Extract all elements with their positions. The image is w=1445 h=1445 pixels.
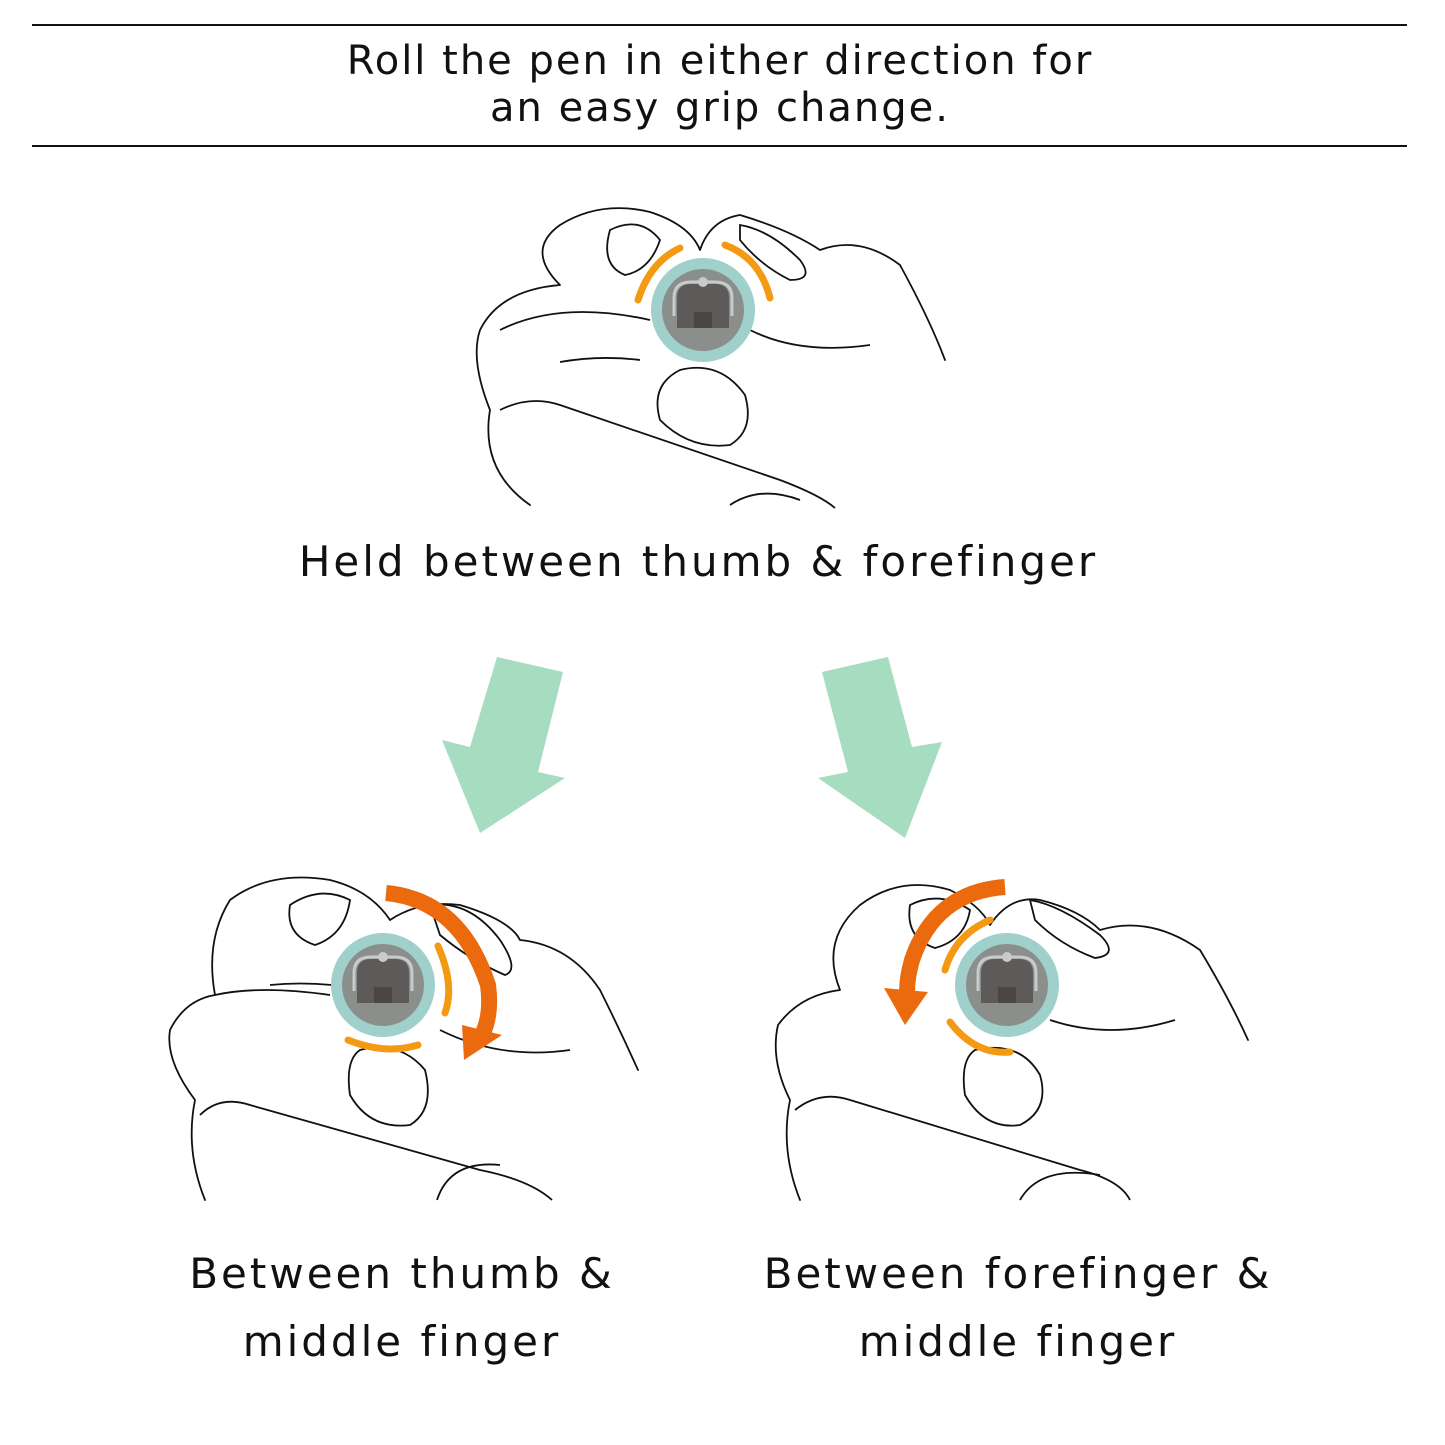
contact-arc-right-left	[941, 916, 994, 974]
title-line-2: an easy grip change.	[490, 85, 950, 131]
title-line-1: Roll the pen in either direction for	[346, 38, 1094, 84]
right-hand-illustration	[774, 884, 1249, 1201]
left-caption-line-2: middle finger	[242, 1317, 562, 1366]
contact-arc-top-right	[721, 241, 774, 302]
right-caption-line-2: middle finger	[858, 1317, 1178, 1366]
top-rule	[32, 24, 1407, 26]
pen-cross-section-top	[649, 256, 757, 364]
contact-arc-left-bottom	[344, 1036, 422, 1053]
left-caption-line-1: Between thumb &	[189, 1249, 615, 1298]
left-hand-illustration	[168, 876, 639, 1201]
rotate-counterclockwise-arrow	[899, 879, 1006, 1002]
contact-arc-top-left	[634, 244, 684, 304]
rotate-clockwise-arrow	[385, 885, 498, 1039]
arrow-down-right-icon	[818, 657, 942, 838]
arrow-down-left-icon	[442, 657, 565, 833]
left-grip-caption: Between thumb & middle finger	[102, 1240, 702, 1376]
rotate-clockwise-arrowhead-icon	[462, 1025, 502, 1060]
bottom-rule	[32, 145, 1407, 147]
contact-arc-right-bottom	[946, 1018, 1014, 1056]
contact-arc-left-right	[434, 942, 453, 1017]
rotate-counterclockwise-arrowhead-icon	[884, 988, 928, 1025]
pen-cross-section-right	[953, 931, 1061, 1039]
pen-cross-section-left	[329, 931, 437, 1039]
right-caption-line-1: Between forefinger &	[763, 1249, 1273, 1298]
page-title: Roll the pen in either direction for an …	[0, 38, 1440, 132]
right-grip-caption: Between forefinger & middle finger	[718, 1240, 1318, 1376]
top-grip-caption: Held between thumb & forefinger	[298, 537, 1099, 586]
